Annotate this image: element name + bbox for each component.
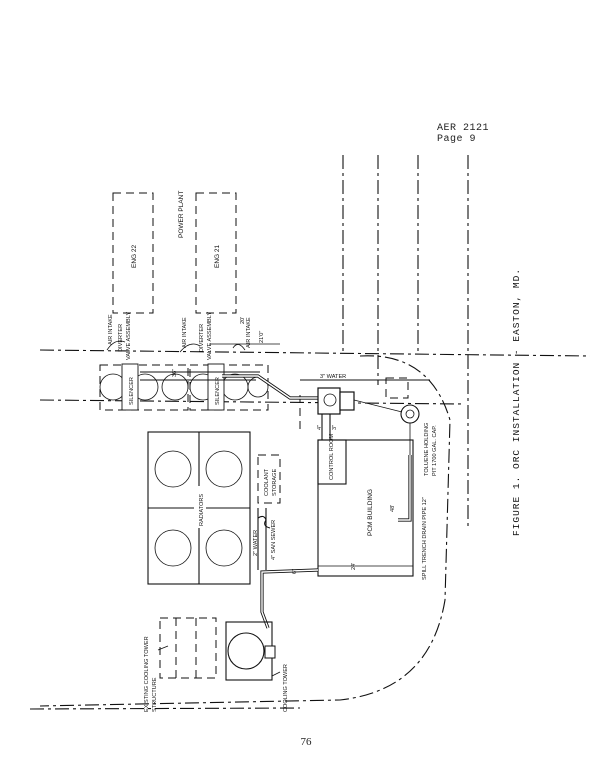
radiator-fan-2 xyxy=(205,450,243,488)
orc-turbine-unit xyxy=(317,387,341,415)
toluene-holding-pit xyxy=(400,404,420,424)
toluene-pit-box xyxy=(385,377,409,399)
spill-trench-pipe-inner xyxy=(398,455,411,521)
pcm-building xyxy=(317,439,414,577)
label-air-intake-3: AIR INTAKE xyxy=(246,317,252,348)
report-header: AER 2121 Page 9 xyxy=(437,123,489,145)
page-reference: Page 9 xyxy=(437,134,477,145)
engine-21-outline xyxy=(195,192,237,314)
label-dim-36: 36" xyxy=(172,369,178,377)
pipe-6in xyxy=(260,568,319,629)
handwritten-mark xyxy=(257,515,271,529)
label-valve-assembly-1: VALVE ASSEMBLY xyxy=(126,312,132,360)
label-silencer-2: SILENCER xyxy=(215,377,221,405)
boundary-bottom-left xyxy=(29,707,301,710)
label-coolant-2: STORAGE xyxy=(272,468,278,496)
label-water-3: 3" WATER xyxy=(320,374,346,380)
pipe-6in-inner xyxy=(261,569,319,629)
label-control-room: CONTROL ROOM xyxy=(329,434,335,480)
label-toluene-2: PIT 1700 GAL. CAP. xyxy=(432,425,438,476)
toluene-holding-pit-inner xyxy=(405,409,415,419)
label-air-intake-2: AIR INTAKE xyxy=(182,317,188,348)
cooling-tower-pump xyxy=(264,645,276,659)
label-silencer-1: SILENCER xyxy=(129,377,135,405)
control-room xyxy=(317,439,347,485)
radiator-fan-4 xyxy=(205,529,243,567)
site-boundary-horizontal-lower xyxy=(39,399,466,405)
label-coolant-1: COOLANT xyxy=(264,468,270,496)
label-spill-trench: SPILL TRENCH DRAIN PIPE 12" xyxy=(422,497,428,580)
report-id: AER 2121 xyxy=(437,123,490,134)
label-pipe-6: 6" xyxy=(292,569,298,574)
label-toluene-1: TOLUENE HOLDING xyxy=(424,423,430,476)
label-dim-21: 21'0" xyxy=(259,331,265,343)
coolant-storage xyxy=(257,454,281,504)
label-power-plant: POWER PLANT xyxy=(178,191,185,238)
spill-trench-pipe xyxy=(398,455,412,522)
silencer-2-body xyxy=(207,363,225,411)
site-boundary-curve xyxy=(39,355,451,707)
label-water-2: 2" WATER xyxy=(253,530,259,556)
engine-22-outline xyxy=(112,192,154,314)
toluene-line xyxy=(353,399,403,413)
cooling-tower-leader xyxy=(271,671,281,677)
label-cooling-tower: COOLING TOWER xyxy=(283,664,289,712)
site-boundary-horizontal-top xyxy=(39,349,591,357)
radiator-fan-1 xyxy=(154,450,192,488)
label-dim-48: 48' xyxy=(390,505,396,512)
label-eng-22: ENG 22 xyxy=(131,244,138,268)
silencer-1-body xyxy=(121,363,139,411)
air-intake-leader-2 xyxy=(179,343,201,353)
label-radiators: RADIATORS xyxy=(199,494,205,526)
silencer-1c xyxy=(161,373,189,401)
orc-heat-exchanger xyxy=(339,391,355,411)
label-diverter-1: DIVERTER xyxy=(118,324,124,352)
existing-tower-leader xyxy=(157,645,169,651)
air-intake-leader-3 xyxy=(232,344,246,351)
radiator-fan-3 xyxy=(154,529,192,567)
label-eng-21: ENG 21 xyxy=(214,244,221,268)
label-existing-tower-2: STRUCTURE xyxy=(152,677,158,712)
silencer-2b xyxy=(221,373,249,401)
existing-cooling-tower-structure xyxy=(159,617,217,679)
label-pcm-building: PCM BUILDING xyxy=(367,489,374,536)
label-diverter-2: DIVERTER xyxy=(199,324,205,352)
orc-pump xyxy=(323,393,337,407)
label-san-sewer: 4" SAN SEWER xyxy=(271,520,277,560)
label-pipe-3: 3" xyxy=(332,425,338,430)
label-air-intake-1: AIR INTAKE xyxy=(108,314,114,345)
label-valve-assembly-2: VALVE ASSEMBLY xyxy=(207,312,213,360)
figure-caption: FIGURE 1. ORC INSTALLATION - EASTON, MD. xyxy=(511,268,522,536)
label-pipe-4: 4" xyxy=(317,425,323,430)
cooling-tower-fan xyxy=(227,632,265,670)
label-existing-tower-1: EXISTING COOLING TOWER xyxy=(144,636,150,712)
page-number: 76 xyxy=(300,736,312,748)
label-dim-20: 20' xyxy=(240,317,246,324)
exhaust-duct xyxy=(222,374,318,400)
air-intake-leader-1 xyxy=(106,340,126,351)
exhaust-duct-inner xyxy=(222,375,318,399)
radiators-label-box xyxy=(194,486,206,528)
